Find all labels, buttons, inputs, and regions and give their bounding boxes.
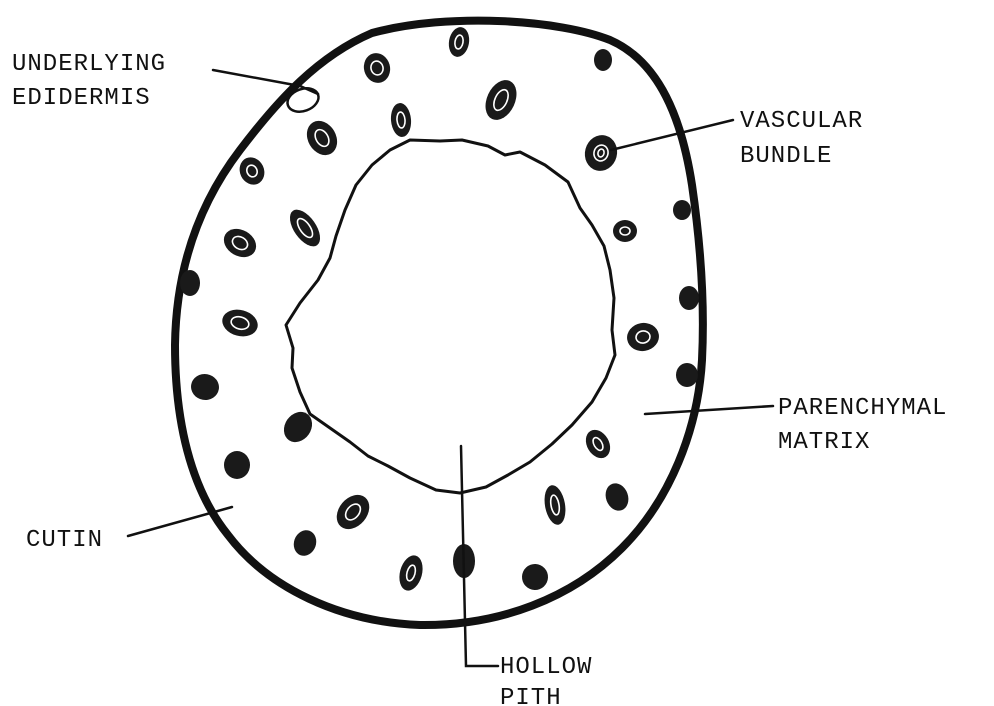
label-underlying: UNDERLYING <box>12 51 166 78</box>
vascular-bundle-9 <box>673 200 691 220</box>
vascular-bundle-21 <box>224 451 250 479</box>
label-vascular: VASCULAR <box>740 108 863 135</box>
vascular-bundle-3 <box>594 49 612 71</box>
vascular-bundle-13 <box>180 270 200 296</box>
label-bundle: BUNDLE <box>740 143 832 170</box>
label-matrix: MATRIX <box>778 429 870 456</box>
label-hollow: HOLLOW <box>500 654 592 681</box>
label-pith: PITH <box>500 685 562 706</box>
label-edidermis: EDIDERMIS <box>12 85 151 112</box>
label-parenchymal: PARENCHYMAL <box>778 395 947 422</box>
label-cutin: CUTIN <box>26 527 103 554</box>
vascular-bundle-17 <box>676 363 698 387</box>
vascular-bundle-14 <box>679 286 699 310</box>
vascular-bundle-11 <box>613 220 637 242</box>
